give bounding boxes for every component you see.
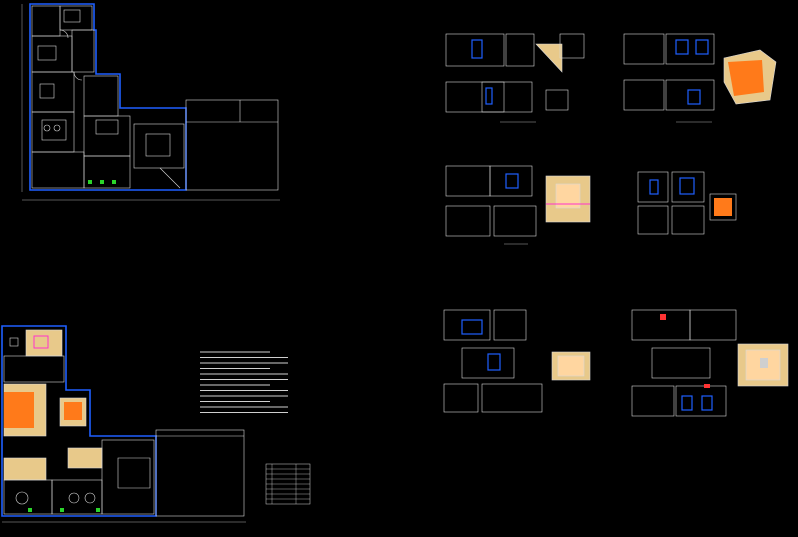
toilet-fixture-icon	[84, 492, 96, 504]
elevation-panel	[493, 205, 537, 237]
ceiling-plan-orange	[714, 198, 732, 216]
furniture-block-icon	[9, 337, 19, 347]
furniture-block-icon	[63, 9, 81, 23]
furniture-block-icon	[95, 119, 119, 135]
elevation-group-5	[443, 309, 591, 413]
room-service	[83, 155, 131, 189]
elevation-panel	[443, 383, 479, 413]
fixture-marker	[28, 508, 32, 512]
stair-section	[545, 89, 569, 111]
window-icon	[687, 89, 701, 105]
elevation-group-1	[445, 33, 585, 123]
ceiling-plan-inner	[557, 355, 585, 377]
toilet-fixture-icon	[68, 492, 80, 504]
elevation-panel	[631, 385, 675, 417]
elevation-group-3	[445, 165, 591, 245]
elevation-panel	[665, 79, 715, 111]
elevation-panel	[443, 309, 491, 341]
door-icon	[487, 353, 501, 371]
elevation-panel	[481, 383, 543, 413]
window-icon	[679, 177, 695, 195]
fixture-marker	[60, 508, 64, 512]
elevation-panel	[489, 165, 533, 197]
elevation-panel	[461, 347, 515, 379]
elevation-panel	[671, 171, 705, 203]
door-swing-icon	[59, 29, 69, 39]
ceiling-plan-orange	[728, 60, 764, 96]
window-icon	[701, 395, 713, 411]
fixture-marker	[88, 180, 92, 184]
room-terrace	[101, 439, 155, 515]
room-lounge-orange	[4, 392, 34, 428]
legend-table	[265, 463, 311, 505]
window-icon	[471, 39, 483, 59]
elevation-group-4	[637, 171, 737, 235]
door-icon	[485, 87, 493, 105]
room-study-orange	[64, 402, 82, 420]
furniture-block-icon	[39, 83, 55, 99]
room-corridor	[3, 355, 65, 383]
elevation-panel	[675, 385, 727, 417]
fixture-marker	[96, 508, 100, 512]
garage-block-lower	[155, 429, 245, 517]
upper-plan-exterior-wall	[29, 3, 187, 191]
door-swing-icon	[73, 71, 83, 81]
window-icon	[461, 319, 483, 335]
elevation-panel	[665, 33, 715, 65]
room-dining-tan	[3, 457, 47, 481]
fixture-marker	[112, 180, 116, 184]
room-feature-magenta	[33, 335, 49, 349]
elevation-panel	[637, 171, 669, 203]
room-hall-tan	[25, 329, 63, 357]
light-fixture-marker	[660, 314, 666, 320]
table-chairs-icon	[43, 124, 51, 132]
window-icon	[649, 179, 659, 195]
elevation-panel	[493, 309, 527, 341]
furniture-block-icon	[117, 457, 151, 489]
floor-plan-lower	[1, 325, 246, 523]
elevation-panel	[623, 33, 665, 65]
ceiling-plan	[709, 193, 737, 221]
window-icon	[505, 173, 519, 189]
fixture-marker	[100, 180, 104, 184]
elevation-group-2	[623, 33, 777, 123]
table-chairs-icon	[53, 124, 61, 132]
room-kitchen-tan	[67, 447, 103, 469]
furniture-block-icon	[37, 45, 57, 61]
elevation-panel	[445, 33, 505, 67]
elevation-panel	[623, 79, 665, 111]
elevation-panel	[481, 81, 533, 113]
floor-plan-upper	[21, 3, 280, 201]
table-chairs-icon	[41, 119, 67, 141]
elevation-panel	[445, 81, 505, 113]
furniture-block-icon	[760, 358, 768, 368]
elevation-panel	[505, 33, 535, 67]
window-icon	[695, 39, 709, 55]
elevation-panel	[445, 205, 491, 237]
elevation-group-6	[631, 309, 789, 417]
elevation-panel	[651, 347, 711, 379]
elevation-panel	[671, 205, 705, 235]
window-icon	[675, 39, 689, 55]
courtyard	[133, 123, 185, 169]
window-icon	[681, 395, 693, 411]
courtyard-pool	[145, 133, 171, 157]
elevation-panel	[689, 309, 737, 341]
garage-block	[185, 99, 279, 191]
table-chairs-icon	[15, 491, 29, 505]
elevation-panel	[637, 205, 669, 235]
room-bath	[71, 29, 95, 73]
stair-line	[159, 167, 181, 189]
elevation-panel	[559, 33, 585, 59]
light-fixture-marker	[704, 384, 710, 388]
general-notes-block	[200, 351, 288, 413]
lower-plan-exterior-wall	[1, 325, 157, 517]
